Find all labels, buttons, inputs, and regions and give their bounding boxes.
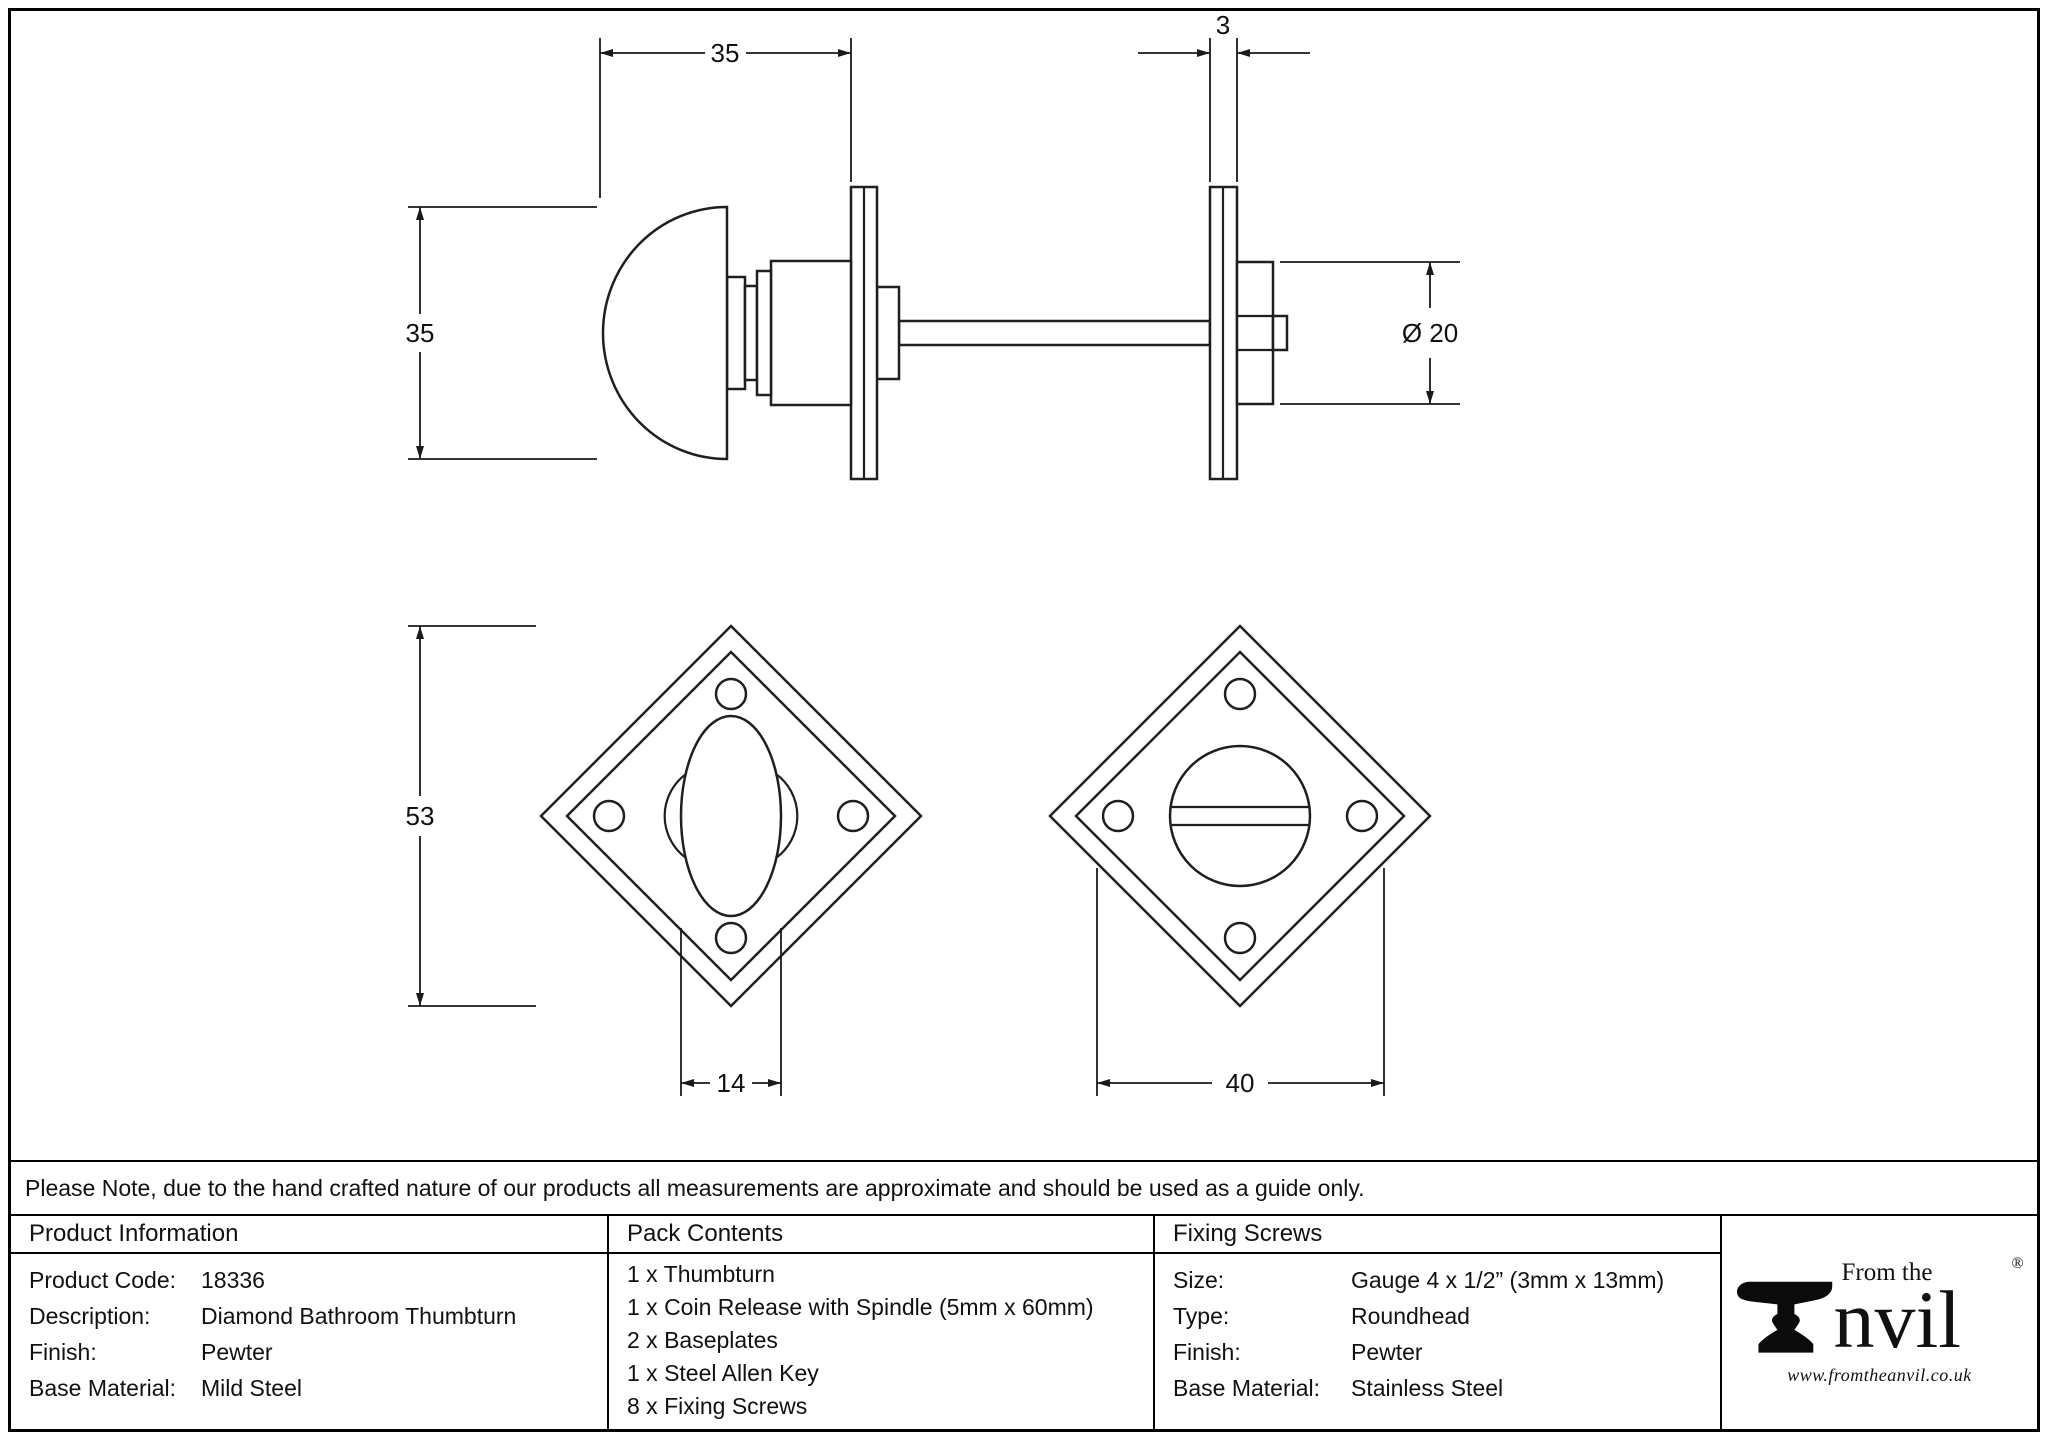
fixing-screws-body: Size: Gauge 4 x 1/2” (3mm x 13mm) Type: … [1153, 1254, 1720, 1429]
dim-plate-thickness: 3 [1138, 10, 1310, 182]
dim-turn-width: 14 [680, 928, 782, 1098]
brand-logo-cell: From the nvil ® www.fromtheanvil.co.uk [1720, 1216, 2037, 1429]
row-value: Diamond Bathroom Thumbturn [201, 1302, 517, 1329]
note-bar: Please Note, due to the hand crafted nat… [11, 1160, 2037, 1216]
table-row: Description: Diamond Bathroom Thumbturn [29, 1298, 607, 1334]
dim-spindle-diameter: Ø 20 [1280, 261, 1460, 405]
row-label: Finish: [1173, 1338, 1241, 1365]
knob-ring-3 [755, 269, 773, 397]
row-value: Mild Steel [201, 1374, 302, 1401]
thumbturn-oval [679, 714, 783, 918]
dim-knob-height-label: 35 [406, 318, 435, 348]
product-info-header: Product Information [11, 1216, 607, 1254]
note-text: Please Note, due to the hand crafted nat… [25, 1174, 1365, 1201]
row-value: Pewter [201, 1338, 273, 1365]
turn-collar-left-arc [663, 773, 687, 859]
row-label: Base Material: [1173, 1374, 1321, 1401]
row-value: Stainless Steel [1351, 1374, 1504, 1401]
dim-spindle-diameter-label: Ø 20 [1402, 318, 1458, 348]
row-value: Pewter [1351, 1338, 1423, 1365]
knob-ring-2 [743, 284, 759, 382]
spindle-shape [897, 319, 1212, 347]
table-row: Product Code: 18336 [29, 1262, 607, 1298]
registered-mark: ® [2011, 1254, 2024, 1272]
dim-plate-thickness-label: 3 [1216, 10, 1230, 40]
pack-item: 1 x Thumbturn [627, 1261, 775, 1287]
info-table: Product Information Pack Contents Fixing… [11, 1216, 2037, 1429]
screw-right [836, 799, 870, 833]
pack-contents-header: Pack Contents [607, 1216, 1153, 1254]
anvil-logo: From the nvil ® www.fromtheanvil.co.uk [1730, 1253, 2030, 1393]
screw-bottom [1223, 921, 1257, 955]
table-row: Base Material: Mild Steel [29, 1370, 607, 1406]
pack-item: 1 x Coin Release with Spindle (5mm x 60m… [627, 1294, 1094, 1320]
knob-cylinder [769, 259, 853, 407]
pack-item: 8 x Fixing Screws [627, 1393, 808, 1419]
row-label: Finish: [29, 1338, 97, 1365]
row-value: 18336 [201, 1266, 265, 1293]
dim-plate-width-label: 40 [1226, 1068, 1255, 1098]
screw-bottom [714, 921, 748, 955]
dim-turn-width-label: 14 [717, 1068, 746, 1098]
screw-left [592, 799, 626, 833]
logo-tagline: From the [1841, 1258, 1933, 1286]
row-label: Product Code: [29, 1266, 177, 1293]
logo-website: www.fromtheanvil.co.uk [1787, 1364, 1972, 1385]
row-label: Size: [1173, 1266, 1225, 1293]
dim-plate-point-height: 53 [406, 625, 536, 1007]
dim-knob-projection: 35 [599, 38, 852, 198]
fixing-screws-header: Fixing Screws [1153, 1216, 1720, 1254]
screw-right [1345, 799, 1379, 833]
pack-item: 1 x Steel Allen Key [627, 1360, 819, 1386]
anvil-logo-icon [1736, 1281, 1832, 1353]
coin-release-boss [1271, 314, 1289, 352]
coin-release-face [1168, 744, 1312, 888]
screw-top [714, 677, 748, 711]
dim-plate-point-height-label: 53 [406, 801, 435, 831]
row-label: Base Material: [29, 1374, 177, 1401]
row-label: Description: [29, 1302, 151, 1329]
row-value: Gauge 4 x 1/2” (3mm x 13mm) [1351, 1266, 1665, 1293]
screw-top [1223, 677, 1257, 711]
row-value: Roundhead [1351, 1302, 1470, 1329]
coin-release-faceplate-view [1048, 624, 1432, 1008]
table-row: Base Material: Stainless Steel [1173, 1370, 1720, 1406]
pack-contents-body: 1 x Thumbturn 1 x Coin Release with Spin… [607, 1254, 1153, 1429]
knob-ring-1 [725, 275, 747, 391]
table-row: Finish: Pewter [29, 1334, 607, 1370]
table-row: Type: Roundhead [1173, 1298, 1720, 1334]
logo-wordmark: nvil [1833, 1273, 1962, 1365]
knob-collar-block [875, 285, 901, 381]
turn-collar-right-arc [775, 773, 799, 859]
coin-release-knob [1235, 260, 1275, 406]
technical-drawing: 35 3 35 Ø 20 53 [406, 10, 1460, 1098]
dim-knob-height: 35 [406, 206, 597, 460]
table-row: Size: Gauge 4 x 1/2” (3mm x 13mm) [1173, 1262, 1720, 1298]
knob-dome [601, 205, 729, 461]
product-info-body: Product Code: 18336 Description: Diamond… [11, 1254, 607, 1429]
dim-plate-width: 40 [1096, 868, 1385, 1098]
dim-knob-projection-label: 35 [711, 38, 740, 68]
side-view [601, 185, 1289, 481]
thumbturn-faceplate-view [539, 624, 923, 1008]
screw-left [1101, 799, 1135, 833]
row-label: Type: [1173, 1302, 1230, 1329]
pack-item: 2 x Baseplates [627, 1327, 778, 1353]
table-row: Finish: Pewter [1173, 1334, 1720, 1370]
